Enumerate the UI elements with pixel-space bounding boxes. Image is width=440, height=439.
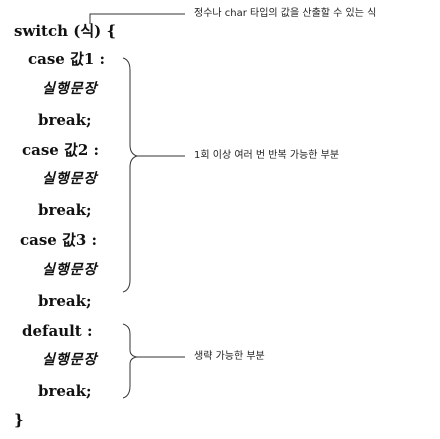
case-2-break: break; (38, 201, 92, 219)
repeat-note: 1회 이상 여러 번 반복 가능한 부분 (194, 150, 340, 161)
case-2-label: case 값2 : (22, 141, 100, 159)
default-statement: 실행문장 (42, 352, 98, 368)
case-1-label: case 값1 : (28, 50, 106, 68)
default-break: break; (38, 382, 92, 400)
expr-note: 정수나 char 타입의 값을 산출할 수 있는 식 (194, 8, 377, 19)
optional-brace (122, 323, 138, 399)
case-1-statement: 실행문장 (42, 81, 98, 97)
default-label: default : (22, 322, 93, 340)
case-3-statement: 실행문장 (42, 262, 98, 278)
optional-note: 생략 가능한 부분 (194, 351, 265, 362)
repeat-brace (122, 57, 139, 293)
case-2-statement: 실행문장 (42, 171, 98, 187)
case-3-label: case 값3 : (20, 231, 98, 249)
switch-line: switch (식) { (14, 22, 117, 40)
closing-brace: } (14, 411, 24, 429)
expr-pointer-line (89, 13, 185, 24)
case-3-break: break; (38, 292, 92, 310)
case-1-break: break; (38, 111, 92, 129)
